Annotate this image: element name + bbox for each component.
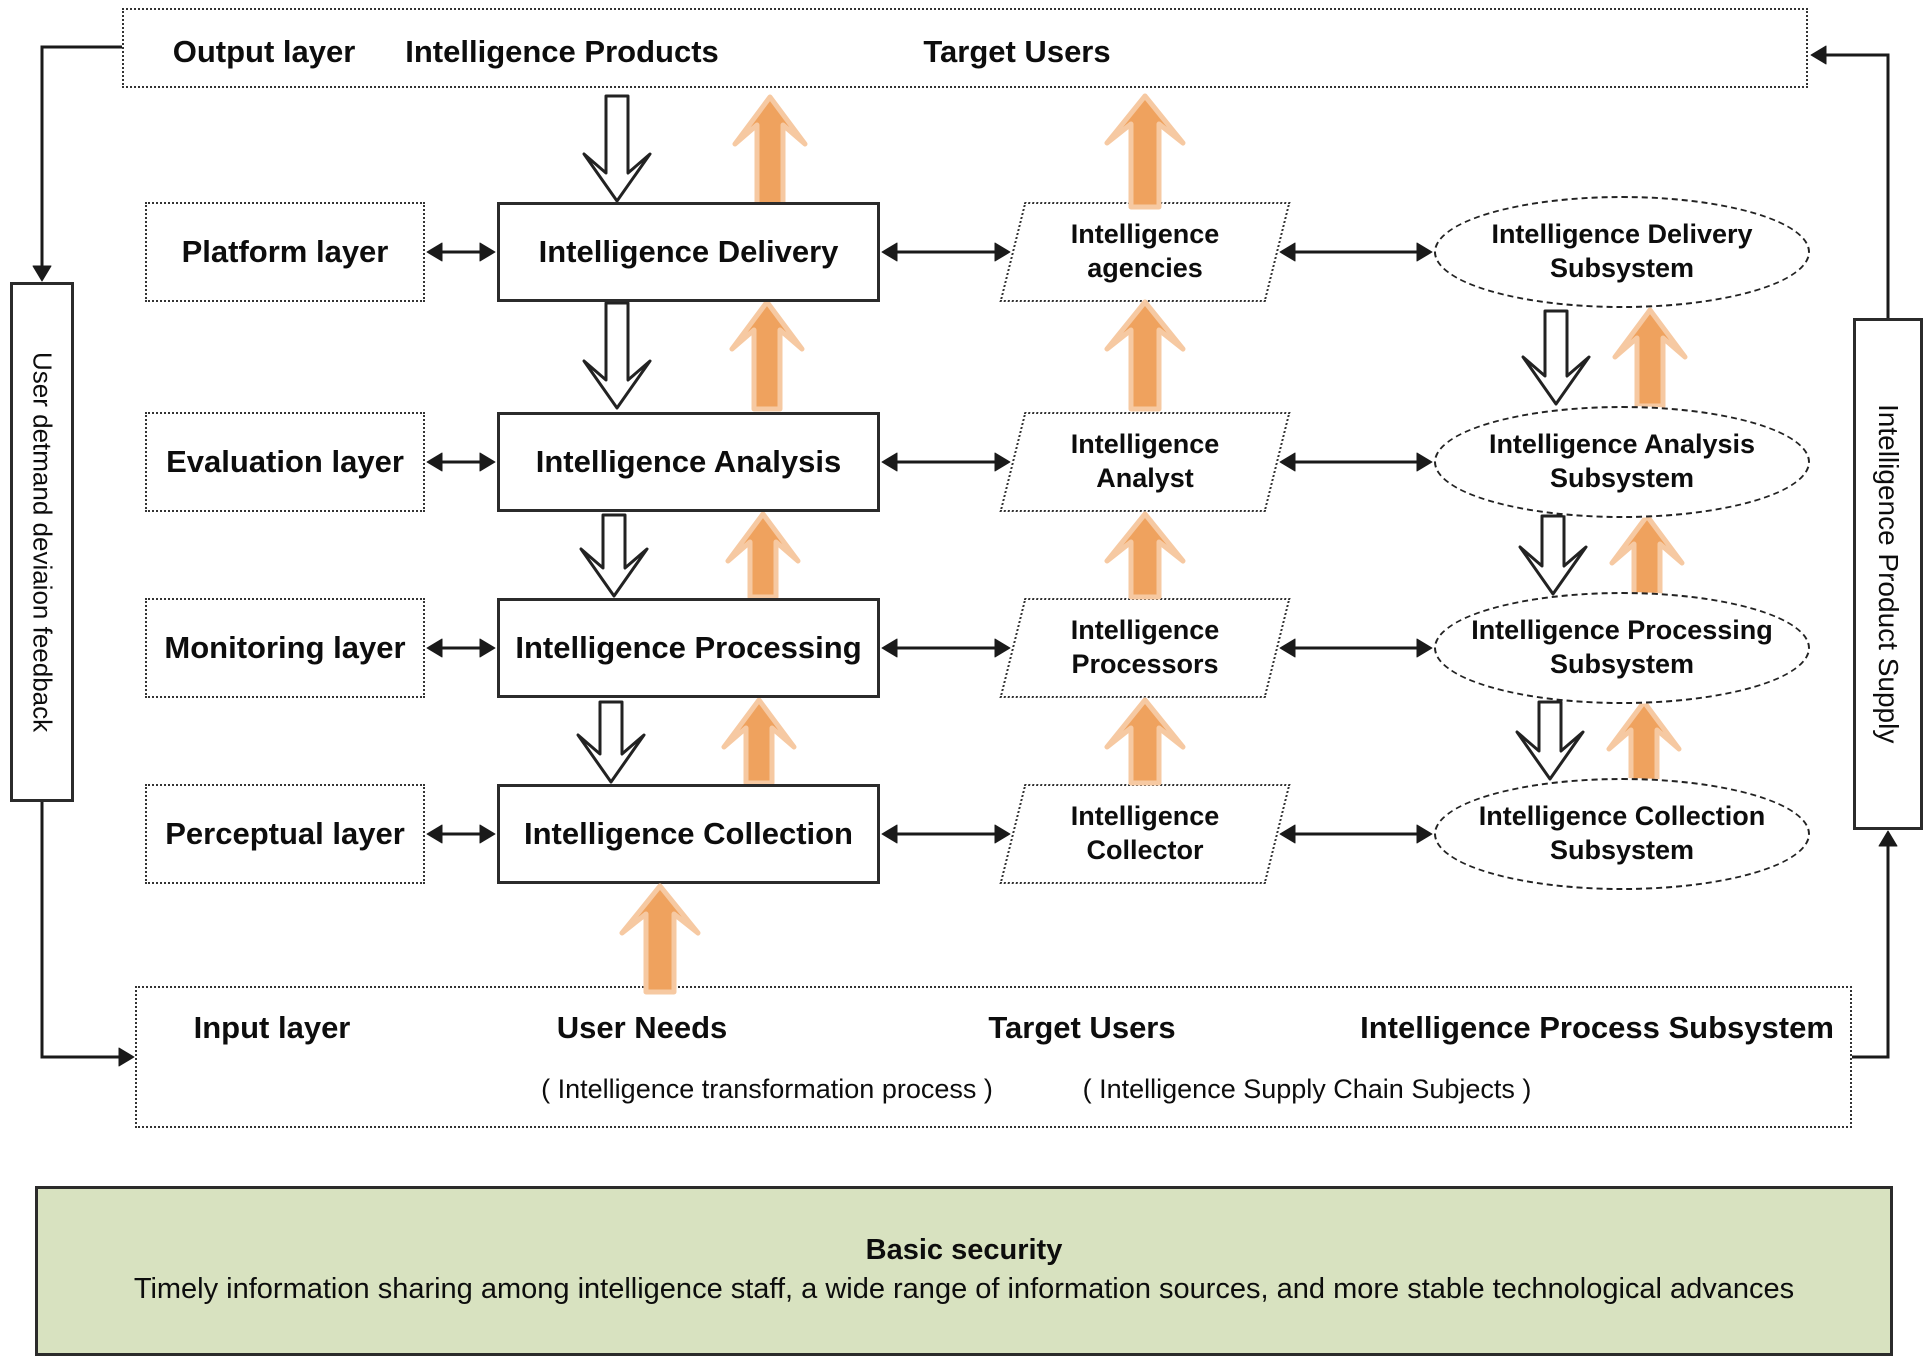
input-layer-box: Input layer User Needs Target Users Inte… [135,986,1852,1128]
user-needs-label: User Needs [556,1010,728,1045]
intelligence-analysis-box: Intelligence Analysis [497,412,880,512]
intelligence-collection-subsystem-label: Intelligence Collection Subsystem [1478,801,1766,865]
monitoring-layer-box: Monitoring layer [145,598,425,698]
intelligence-analysis-label: Intelligence Analysis [535,444,842,479]
target-users-top-label: Target Users [923,34,1111,69]
intelligence-delivery-label: Intelligence Delivery [538,234,839,269]
user-demand-feedback-label: User detmand deviaion feedback [27,351,58,733]
input-layer-label: Input layer [193,1010,351,1045]
transformation-process-caption: ( Intelligence transformation process ) [541,1074,993,1104]
intelligence-analyst-label: Intelligence Analyst [1070,429,1220,493]
intelligence-delivery-subsystem-ellipse: Intelligence Delivery Subsystem [1434,196,1810,308]
intelligence-processing-subsystem-ellipse: Intelligence Processing Subsystem [1434,592,1810,704]
intelligence-processors-label: Intelligence Processors [1070,615,1220,679]
supply-chain-subjects-caption: ( Intelligence Supply Chain Subjects ) [1082,1074,1532,1104]
intelligence-process-subsystem-label: Intelligence Process Subsystem [1360,1010,1834,1045]
perceptual-layer-box: Perceptual layer [145,784,425,884]
intelligence-collector-parallelogram: Intelligence Collector [999,784,1291,884]
intelligence-processing-subsystem-label: Intelligence Processing Subsystem [1471,615,1773,679]
intelligence-agencies-label: Intelligence agencies [1070,219,1220,283]
platform-layer-label: Platform layer [181,234,389,269]
perceptual-layer-label: Perceptual layer [165,816,405,851]
intelligence-delivery-subsystem-label: Intelligence Delivery Subsystem [1491,219,1753,283]
intelligence-collection-box: Intelligence Collection [497,784,880,884]
intelligence-collector-label: Intelligence Collector [1070,801,1220,865]
evaluation-layer-label: Evaluation layer [166,444,404,479]
basic-security-body: Timely information sharing among intelli… [133,1273,1795,1306]
intelligence-processing-label: Intelligence Processing [515,630,862,665]
intelligence-analysis-subsystem-ellipse: Intelligence Analysis Subsystem [1434,406,1810,518]
intelligence-delivery-box: Intelligence Delivery [497,202,880,302]
intelligence-products-label: Intelligence Products [405,34,719,69]
intelligence-collection-subsystem-ellipse: Intelligence Collection Subsystem [1434,778,1810,890]
user-demand-feedback-rail: User detmand deviaion feedback [10,282,74,802]
evaluation-layer-box: Evaluation layer [145,412,425,512]
platform-layer-box: Platform layer [145,202,425,302]
intelligence-collection-label: Intelligence Collection [524,816,853,851]
intelligence-processing-box: Intelligence Processing [497,598,880,698]
intelligence-product-supply-label: Intelligence Product Supply [1873,404,1904,744]
output-layer-label: Output layer [172,34,356,69]
basic-security-title: Basic security [865,1234,1063,1267]
intelligence-processors-parallelogram: Intelligence Processors [999,598,1291,698]
intelligence-analysis-subsystem-label: Intelligence Analysis Subsystem [1488,429,1756,493]
intelligence-analyst-parallelogram: Intelligence Analyst [999,412,1291,512]
intelligence-product-supply-rail: Intelligence Product Supply [1853,318,1923,830]
monitoring-layer-label: Monitoring layer [164,630,406,665]
output-layer-box: Output layer Intelligence Products Targe… [122,8,1808,88]
target-users-bottom-label: Target Users [988,1010,1176,1045]
basic-security-box: Basic security Timely information sharin… [35,1186,1893,1356]
intelligence-agencies-parallelogram: Intelligence agencies [999,202,1291,302]
